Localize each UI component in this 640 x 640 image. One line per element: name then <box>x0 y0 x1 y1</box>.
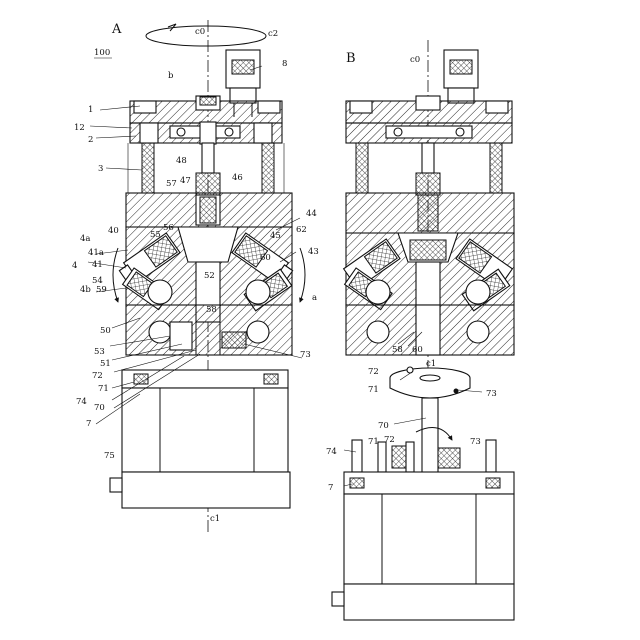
label-2: 2 <box>88 135 93 145</box>
label-75: 75 <box>104 451 115 461</box>
label-12: 12 <box>74 123 85 133</box>
label-55: 55 <box>150 230 161 240</box>
label-70: 70 <box>378 421 389 431</box>
label-51: 51 <box>100 359 111 369</box>
label-4: 4 <box>72 261 77 271</box>
spring-73b <box>438 448 460 468</box>
label-73: 73 <box>470 437 481 447</box>
panel-b-title: B <box>346 51 356 66</box>
label-52: 52 <box>204 271 215 281</box>
rotation-arrow <box>146 26 266 46</box>
label-73: 73 <box>486 389 497 399</box>
label-72: 72 <box>92 371 103 381</box>
base-7 <box>122 388 288 472</box>
panel-a: A <box>72 20 319 535</box>
label-4b: 4b <box>80 285 91 295</box>
label-59: 59 <box>96 285 107 295</box>
label-47: 47 <box>180 176 191 186</box>
label-56: 56 <box>163 223 174 233</box>
base-b <box>344 494 514 584</box>
label-74: 74 <box>76 397 87 407</box>
cone-52 <box>178 227 238 262</box>
shaft-70 <box>422 398 438 474</box>
panel-a-title: A <box>111 22 122 37</box>
bore-right <box>246 280 270 304</box>
base-foot <box>122 472 290 508</box>
label-74: 74 <box>326 447 337 457</box>
disc-71 <box>390 367 470 398</box>
bolt-3-left <box>142 143 154 193</box>
label-3: 3 <box>98 164 103 174</box>
label-71: 71 <box>368 385 379 395</box>
label-46: 46 <box>232 173 243 183</box>
spindle-nut-47 <box>196 173 220 195</box>
label-c1: c1 <box>210 514 220 524</box>
label-60: 60 <box>412 345 423 355</box>
label-72: 72 <box>368 367 379 377</box>
label-1: 1 <box>88 105 93 115</box>
label-a: a <box>312 293 317 303</box>
bolt-head-right <box>258 101 280 113</box>
label-4a: 4a <box>80 234 90 244</box>
panel-b: B <box>326 40 514 620</box>
label-7: 7 <box>328 483 333 493</box>
label-60: 60 <box>260 253 271 263</box>
bolt-head-left <box>134 101 156 113</box>
label-53: 53 <box>94 347 105 357</box>
label-58: 58 <box>206 305 217 315</box>
label-b: b <box>168 71 174 81</box>
label-62: 62 <box>296 225 307 235</box>
label-71: 71 <box>98 384 109 394</box>
spring-73 <box>222 332 246 348</box>
label-c0: c0 <box>195 27 205 37</box>
label-c1: c1 <box>426 359 436 369</box>
label-41: 41 <box>92 260 103 270</box>
label-50: 50 <box>100 326 111 336</box>
label-70: 70 <box>94 403 105 413</box>
label-45: 45 <box>270 231 281 241</box>
label-72: 72 <box>384 435 395 445</box>
label-40: 40 <box>108 226 119 236</box>
label-71: 71 <box>368 437 379 447</box>
bolt-3-right <box>262 143 274 193</box>
base-foot-b <box>344 584 514 620</box>
bore-left <box>148 280 172 304</box>
label-c0: c0 <box>410 55 420 65</box>
knob-75 <box>110 478 122 492</box>
label-73: 73 <box>300 350 311 360</box>
label-41a: 41a <box>88 248 104 258</box>
label-100: 100 <box>94 48 110 58</box>
fitting-b <box>444 50 478 103</box>
label-43: 43 <box>308 247 319 257</box>
label-48: 48 <box>176 156 187 166</box>
label-44: 44 <box>306 209 317 219</box>
label-57: 57 <box>166 179 177 189</box>
label-8: 8 <box>282 59 287 69</box>
label-58: 58 <box>392 345 403 355</box>
label-7: 7 <box>86 419 91 429</box>
label-c2: c2 <box>268 29 278 39</box>
